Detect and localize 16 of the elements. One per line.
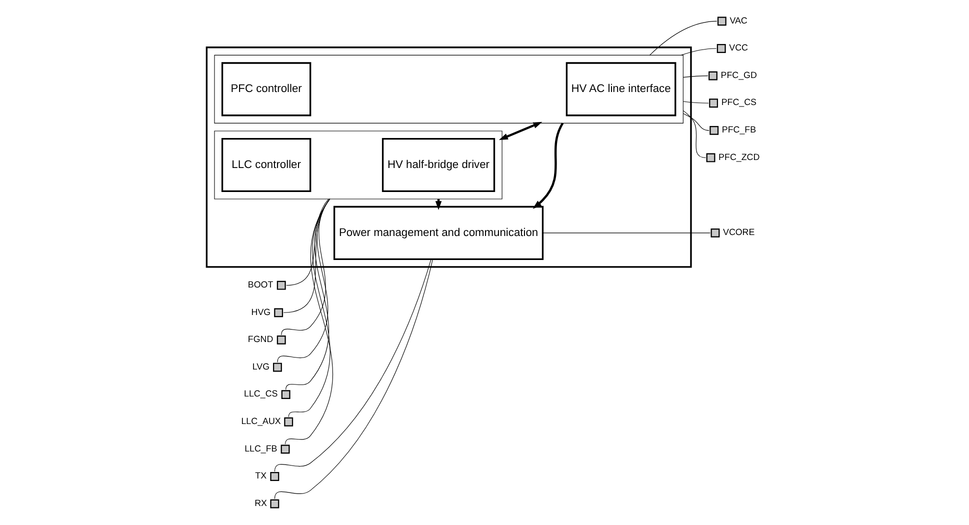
node-label: LLC_CS [244,388,278,399]
node-label: PFC_GD [720,70,757,80]
node-label: PFC_CS [721,97,756,108]
node-label: VCORE [723,227,755,238]
node-label: TX [255,470,267,481]
node-label: LLC_AUX [241,416,281,426]
node-label: FGND [248,334,274,344]
node-label: LVG [252,361,270,372]
node-label: VCC [729,42,748,53]
node-label: PFC_ZCD [718,152,760,162]
node-label: LLC_FB [244,443,278,454]
node-label: PFC_FB [722,124,756,135]
node-label: HVG [251,306,271,317]
node-label: VAC [730,15,748,26]
node-label: BOOT [248,279,274,290]
node-label: RX [254,498,267,508]
